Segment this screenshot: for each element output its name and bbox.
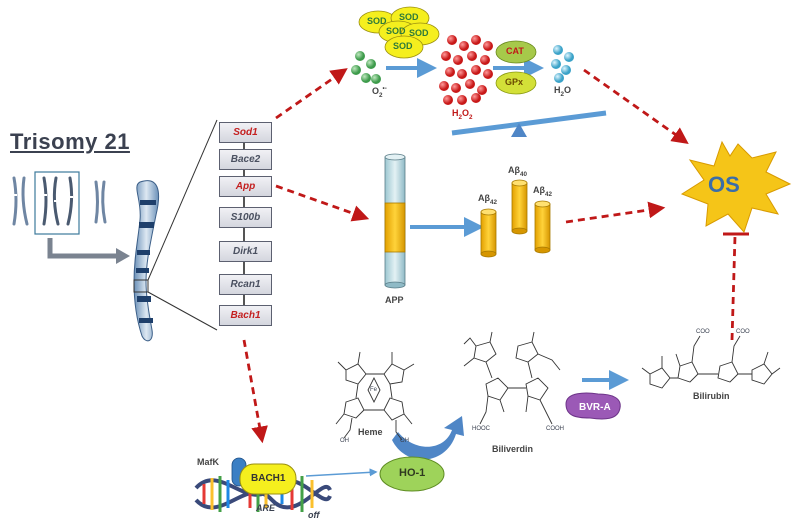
ho-1-enzyme <box>379 456 445 492</box>
gene-app: App <box>219 176 272 197</box>
gene-rcan1: Rcan1 <box>219 274 272 295</box>
gene-sod1: Sod1 <box>219 122 272 143</box>
h2o2-label: H2O2 <box>452 108 473 121</box>
os-starburst <box>680 140 792 233</box>
bilirubin-label: Bilirubin <box>693 391 730 401</box>
cat-enzyme <box>495 40 537 64</box>
bvr-a-label: BVR-A <box>579 402 611 413</box>
cat-label: CAT <box>506 46 524 56</box>
gene-bace2: Bace2 <box>219 149 272 170</box>
sod-label-4: SOD <box>409 28 429 38</box>
sod-label-2: SOD <box>399 12 419 22</box>
gpx-enzyme <box>495 71 537 95</box>
biliverdin-structure <box>463 331 561 425</box>
superoxide-label: O2•- <box>372 85 387 99</box>
sod-label-3: SOD <box>386 26 406 36</box>
seesaw <box>451 110 607 137</box>
off-label: off <box>308 510 320 520</box>
red-dashed-arrows <box>242 68 737 444</box>
superoxide-spheres <box>351 51 381 84</box>
biliverdin-cooh-label: COOH <box>546 426 564 432</box>
are-label: ARE <box>256 503 276 513</box>
gene-dirk1: Dirk1 <box>219 241 272 262</box>
karyotype-chromosomes <box>12 171 130 264</box>
sod-label-5: SOD <box>393 41 413 51</box>
abeta40-label: Aβ40 <box>508 165 528 178</box>
biliverdin-label: Biliverdin <box>492 444 534 454</box>
blue-arrows <box>305 58 629 477</box>
gene-bach1: Bach1 <box>219 305 272 326</box>
curved-arrow <box>392 416 464 460</box>
bilirubin-coo-label-1: COO <box>696 329 710 335</box>
gpx-label: GPx <box>505 77 524 87</box>
page-title: Trisomy 21 <box>10 129 130 154</box>
heme-structure <box>335 351 415 441</box>
abeta42-label-left: Aβ42 <box>478 193 498 206</box>
h2o2-spheres <box>439 35 493 105</box>
gene-s100b: S100b <box>219 207 272 228</box>
water-spheres <box>551 45 574 83</box>
sod-label-1: SOD <box>367 16 387 26</box>
ho-1-label: HO-1 <box>399 467 426 479</box>
os-label: OS <box>708 172 740 197</box>
abeta42-label-right: Aβ42 <box>533 185 553 198</box>
biliverdin-hooc-label: HOOC <box>472 426 490 432</box>
bach1-label: BACH1 <box>251 473 286 484</box>
abeta-cylinders <box>480 179 551 258</box>
heme-oh-label-right: OH <box>400 438 409 444</box>
heme-label: Heme <box>358 427 383 437</box>
bilirubin-coo-label-2: COO <box>736 329 750 335</box>
heme-fe-label: Fe <box>370 387 378 393</box>
app-label: APP <box>385 295 404 305</box>
water-label: H2O <box>554 85 572 98</box>
sod-enzyme <box>358 6 440 59</box>
bvr-a-enzyme <box>565 392 621 420</box>
bilirubin-structure <box>641 335 781 389</box>
bach1-protein <box>239 463 297 495</box>
heme-oh-label-left: OH <box>340 438 349 444</box>
mafk-label: MafK <box>197 457 219 467</box>
app-cylinder <box>384 153 406 289</box>
